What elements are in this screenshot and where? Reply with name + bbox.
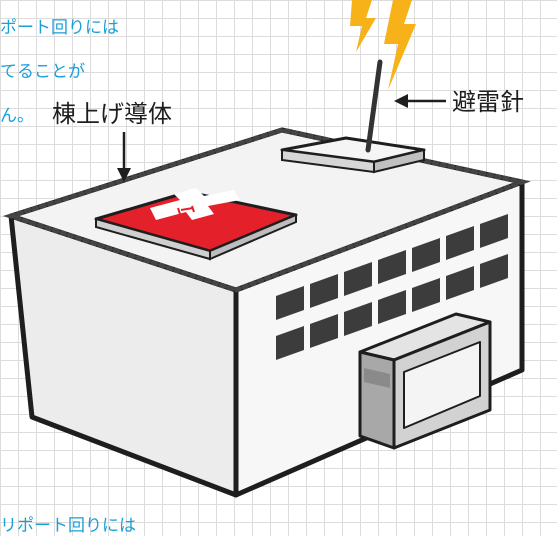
note-line-3: ん。 <box>0 106 34 126</box>
arrow-icon <box>117 132 131 182</box>
lightning-rod <box>365 59 383 153</box>
roof-conductor-line <box>2 127 531 293</box>
bottom-note: リポート回りには <box>0 516 136 536</box>
windows <box>276 214 508 360</box>
note-line-1: ポート回りには <box>0 18 119 38</box>
note-line-2: てることが <box>0 62 85 82</box>
red-cross-helipad-icon <box>94 188 298 261</box>
lightning-rod-label: 避雷針 <box>452 88 524 116</box>
lightning-bolt-icon <box>350 0 416 90</box>
arrow-icon <box>394 94 446 108</box>
roof-conductor-label: 棟上げ導体 <box>52 100 172 128</box>
entrance <box>358 312 492 450</box>
rooftop-vent <box>280 136 426 174</box>
